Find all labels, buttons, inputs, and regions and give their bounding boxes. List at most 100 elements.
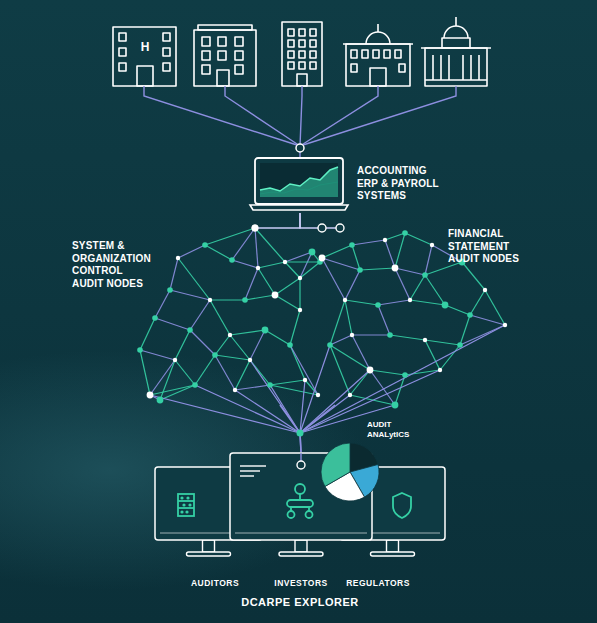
tower-icon (310, 62, 316, 69)
monitor-screen-outline (178, 494, 194, 516)
network-link (230, 330, 265, 335)
hospital-icon (137, 66, 153, 86)
network-link (205, 228, 255, 245)
network-link (330, 345, 350, 395)
hospital-icon (163, 63, 170, 71)
network-dot (348, 393, 352, 397)
feed-link (300, 370, 370, 433)
audience-label: INVESTORS (251, 578, 351, 589)
office-icon (217, 70, 229, 86)
tower-icon (297, 74, 307, 86)
network-link (210, 300, 230, 335)
network-link (425, 245, 432, 275)
office-icon (235, 65, 243, 74)
town-hall-icon (366, 32, 390, 44)
junction-dot (296, 144, 304, 152)
network-dot (233, 388, 237, 392)
network-link (352, 334, 390, 335)
capitol-icon (421, 47, 491, 49)
monitor-screen-outline (180, 496, 183, 499)
network-link (345, 300, 378, 305)
erp-laptop-outline (255, 158, 343, 204)
network-link (270, 380, 305, 385)
monitor-screen-outline (203, 540, 215, 552)
monitor-screen-outline (387, 540, 399, 552)
diagram-caption: DCARPE EXPLORER (150, 596, 450, 610)
building-feed-lines (300, 86, 302, 146)
network-link (245, 268, 258, 300)
network-link (140, 350, 150, 395)
network-dot (176, 256, 180, 260)
network-dot (467, 312, 473, 318)
network-link (330, 300, 345, 345)
network-link (265, 330, 290, 345)
capitol-icon (448, 55, 450, 80)
network-link (250, 330, 265, 360)
network-dot (256, 266, 260, 270)
office-icon (202, 51, 210, 60)
network-dot (192, 382, 198, 388)
capitol-icon (432, 55, 434, 80)
erp-laptop-outline (250, 205, 348, 210)
network-link (378, 300, 410, 305)
building-feed-lines (300, 86, 378, 146)
network-dot (422, 272, 428, 278)
network-dot (309, 249, 316, 256)
monitor-screen-outline (180, 510, 183, 513)
network-link (175, 330, 190, 360)
network-link (215, 355, 250, 360)
feed-link (300, 325, 505, 433)
network-dot (350, 333, 354, 337)
network-dot (229, 257, 235, 263)
network-dot (267, 382, 273, 388)
town-hall-icon (377, 24, 379, 32)
office-icon (194, 30, 256, 86)
network-link (232, 228, 255, 260)
network-link (258, 268, 275, 295)
network-link (395, 233, 405, 268)
audit-node-cluster: SYSTEM & ORGANIZATION CONTROL AUDIT NODE… (68, 228, 320, 405)
chart-label: AUDIT ANALytICS (367, 420, 415, 440)
connector-line (280, 405, 301, 452)
office-icon (218, 51, 226, 60)
network-dot (287, 342, 293, 348)
network-link (275, 278, 300, 295)
town-hall-icon (373, 50, 379, 58)
audit-node-cluster: FINANCIAL STATEMENT AUDIT NODES (322, 228, 530, 405)
tower-icon (299, 40, 305, 47)
network-link (232, 260, 258, 268)
hospital-icon (113, 27, 176, 86)
network-link (178, 245, 205, 258)
tower-icon (310, 29, 316, 36)
cluster-label: SYSTEM & ORGANIZATION CONTROL AUDIT NODE… (72, 240, 154, 290)
network-dot (402, 230, 408, 236)
town-hall-icon (346, 44, 410, 86)
building-feed-lines (225, 86, 300, 146)
town-hall-icon (399, 64, 405, 72)
network-dot (367, 367, 374, 374)
monitor-screen-outline (182, 503, 185, 506)
tower-icon (288, 40, 294, 47)
monitor-screen-outline (185, 510, 188, 513)
network-link (352, 240, 385, 245)
hospital-icon (163, 33, 170, 41)
junction-dot (318, 224, 326, 232)
network-dot (157, 397, 164, 404)
network-dot (316, 393, 320, 397)
network-dot (349, 242, 355, 248)
monitor-screen-outline (297, 461, 305, 469)
network-link (275, 295, 300, 310)
monitor-screen-outline (240, 466, 266, 476)
connector-line (300, 213, 340, 228)
erp-laptop-outline (260, 167, 338, 191)
junction-dot (252, 225, 259, 232)
network-link (350, 370, 370, 395)
network-link (290, 310, 300, 345)
tower-icon (288, 29, 294, 36)
building-feed-lines (144, 86, 456, 158)
network-link (235, 385, 270, 390)
connector-line (255, 213, 300, 228)
tower-icon (299, 62, 305, 69)
monitor-screen-outline (345, 533, 440, 534)
network-dot (392, 402, 399, 409)
